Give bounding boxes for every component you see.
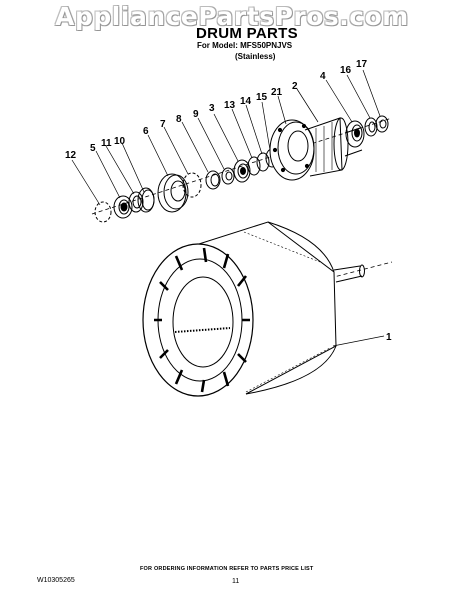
callout-21: 21 xyxy=(271,87,283,98)
callout-17: 17 xyxy=(356,59,368,70)
watermark: AppliancePartsPros.com xyxy=(55,2,409,31)
part-7-gasket xyxy=(182,172,202,198)
part-12-seal xyxy=(94,201,112,223)
callout-12: 12 xyxy=(65,150,77,161)
part-17-cap xyxy=(375,115,389,133)
part-4-bearing xyxy=(345,120,365,148)
callout-1: 1 xyxy=(386,332,392,343)
part-9-clip xyxy=(221,167,235,185)
callout-7: 7 xyxy=(160,119,166,130)
callout-5: 5 xyxy=(90,143,96,154)
callout-15: 15 xyxy=(256,92,268,103)
model-line: For Model: MFS50PNJVS xyxy=(197,41,293,50)
part-2-drum-shaft-flange xyxy=(269,117,363,181)
part-16-washer xyxy=(364,117,378,137)
callout-16: 16 xyxy=(340,65,352,76)
callout-10: 10 xyxy=(114,136,126,147)
callout-3: 3 xyxy=(209,103,215,114)
callout-13: 13 xyxy=(224,100,236,111)
diagram-title: DRUM PARTS xyxy=(196,25,298,42)
part-14-seal xyxy=(256,152,270,172)
callout-11: 11 xyxy=(101,138,112,149)
ordering-note: FOR ORDERING INFORMATION REFER TO PARTS … xyxy=(140,566,314,572)
callout-2: 2 xyxy=(292,81,298,92)
part-8-spacer xyxy=(205,170,221,190)
callout-8: 8 xyxy=(176,114,182,125)
page-number: 11 xyxy=(232,578,240,585)
callout-14: 14 xyxy=(240,96,252,107)
part-5-bearing xyxy=(113,195,133,219)
callout-4: 4 xyxy=(320,71,326,82)
part-10-ring xyxy=(137,187,155,213)
callout-6: 6 xyxy=(143,126,149,137)
model-variant: (Stainless) xyxy=(235,52,276,61)
document-number: W10305265 xyxy=(37,577,75,584)
part-6-hub xyxy=(157,173,189,213)
shaft-axis xyxy=(329,261,393,279)
callout-9: 9 xyxy=(193,109,199,120)
part-11-washer xyxy=(128,191,144,213)
part-1-drum xyxy=(142,221,365,397)
part-3-bearing xyxy=(233,159,251,183)
callout-leaders xyxy=(71,69,385,347)
part-13-washer xyxy=(247,156,261,176)
